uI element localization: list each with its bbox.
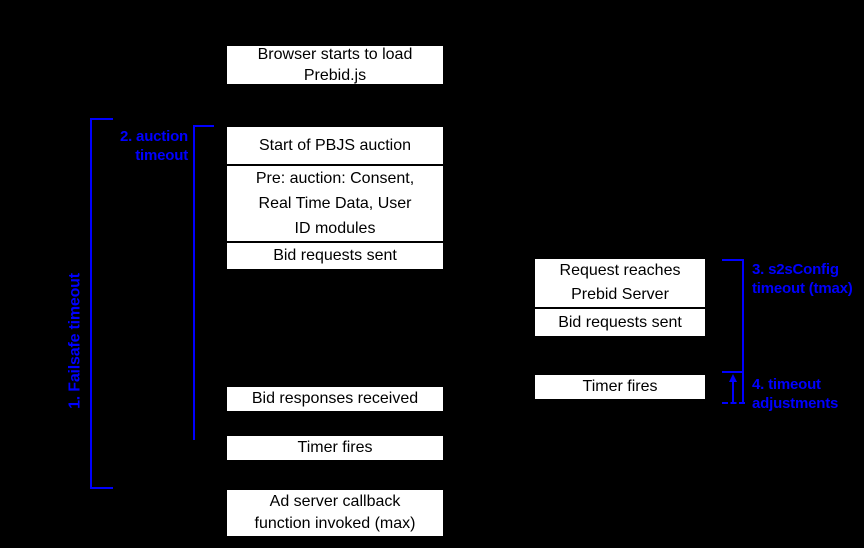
bid-requests-sent-box: Bid requests sent (225, 241, 445, 271)
failsafe-timeout-bracket (90, 118, 113, 489)
browser-load-box: Browser starts to load Prebid.js (225, 44, 445, 86)
timeout-adjustments-label: 4. timeout adjustments (752, 376, 839, 412)
timeout-adjustment-dashed-line (722, 402, 745, 404)
s2s-timeout-bracket (722, 259, 744, 373)
auction-timeout-label: 2. auction timeout (119, 128, 188, 164)
pre-auction-modules-box: Pre: auction: Consent, Real Time Data, U… (225, 164, 445, 243)
auction-timeout-bracket (193, 125, 214, 440)
ad-server-callback-box: Ad server callback function invoked (max… (225, 488, 445, 538)
timeout-adjustment-connector-line (742, 373, 744, 404)
timer-fires-right-box: Timer fires (533, 373, 707, 401)
timer-fires-left-box: Timer fires (225, 434, 445, 462)
failsafe-timeout-label: 1. Failsafe timeout (66, 273, 84, 409)
s2s-timeout-label: 3. s2sConfig timeout (tmax) (752, 261, 853, 297)
bid-requests-sent-right-box: Bid requests sent (533, 307, 707, 338)
request-reaches-server-box: Request reaches Prebid Server (533, 257, 707, 309)
auction-start-box: Start of PBJS auction (225, 125, 445, 166)
bid-responses-received-box: Bid responses received (225, 385, 445, 413)
